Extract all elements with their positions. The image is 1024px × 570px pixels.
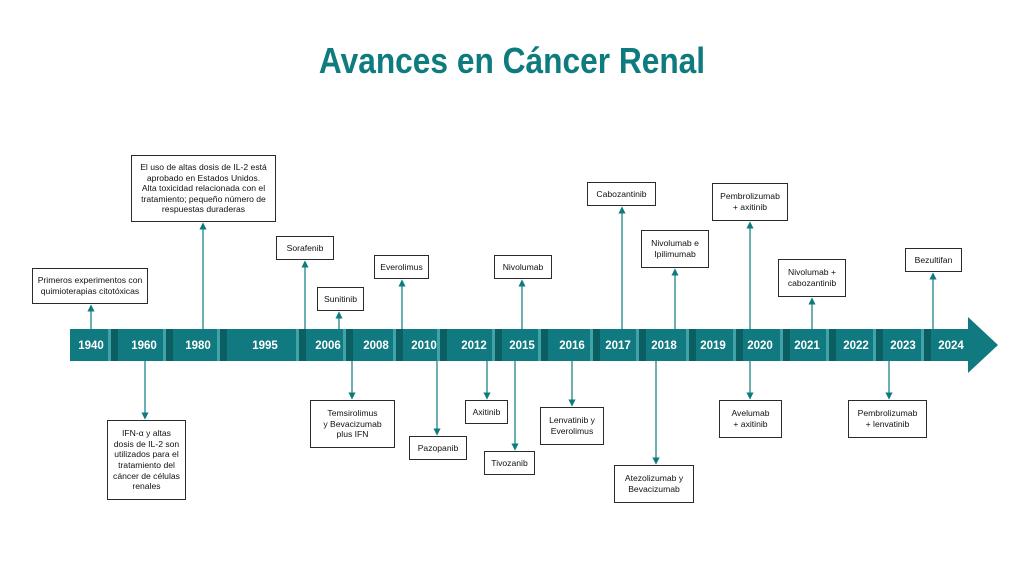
event-box: Cabozantinib [587, 182, 656, 206]
year-label: 2018 [651, 340, 677, 352]
event-label: Temsirolimus y Bevacizumab plus IFN [323, 408, 382, 440]
segment-divider [492, 329, 502, 361]
year-label: 2017 [605, 340, 631, 352]
segment-divider-highlight [921, 329, 924, 361]
event-box: Pembrolizumab + lenvatinib [848, 400, 927, 438]
connector-lines [87, 206, 937, 465]
year-label: 1940 [78, 340, 104, 352]
year-label: 2019 [700, 340, 726, 352]
event-label: IFN-α y altas dosis de IL-2 son utilizad… [113, 428, 180, 492]
year-label: 2023 [890, 340, 916, 352]
event-box: Avelumab + axitinib [719, 400, 782, 438]
segment-divider [393, 329, 403, 361]
segment-divider-highlight [826, 329, 829, 361]
segment-divider [296, 329, 306, 361]
event-label: Atezolizumab y Bevacizumab [624, 473, 684, 494]
event-label: Everolimus [380, 261, 423, 272]
segment-divider [217, 329, 227, 361]
year-label: 2022 [843, 340, 869, 352]
segment-divider-highlight [733, 329, 736, 361]
event-label: Avelumab + axitinib [731, 408, 770, 429]
segment-divider [780, 329, 790, 361]
event-box: IFN-α y altas dosis de IL-2 son utilizad… [107, 420, 186, 500]
year-label: 2024 [938, 340, 964, 352]
segment-divider-highlight [393, 329, 396, 361]
event-label: Nivolumab + cabozantinib [787, 267, 837, 288]
segment-divider-highlight [873, 329, 876, 361]
segment-divider [108, 329, 118, 361]
segment-divider-highlight [296, 329, 299, 361]
event-label: Lenvatinib y Everolimus [549, 415, 595, 436]
segment-divider [163, 329, 173, 361]
segment-divider-highlight [217, 329, 220, 361]
segment-divider-highlight [780, 329, 783, 361]
year-label: 2008 [363, 340, 389, 352]
event-box: Temsirolimus y Bevacizumab plus IFN [310, 400, 395, 448]
event-label: Pembrolizumab + lenvatinib [857, 408, 918, 429]
year-label: 2010 [411, 340, 437, 352]
segment-divider [636, 329, 646, 361]
event-box: Pazopanib [409, 436, 467, 460]
segment-divider [686, 329, 696, 361]
event-box: Tivozanib [484, 451, 535, 475]
event-box: Lenvatinib y Everolimus [540, 407, 604, 445]
segment-divider-highlight [538, 329, 541, 361]
event-box: Nivolumab e Ipilimumab [641, 230, 709, 268]
timeline-band [70, 317, 998, 373]
segment-divider [343, 329, 353, 361]
event-box: Sorafenib [276, 236, 334, 260]
event-label: Axitinib [472, 406, 501, 417]
timeline-arrowhead [968, 317, 998, 373]
segment-divider-highlight [590, 329, 593, 361]
segment-divider-highlight [108, 329, 111, 361]
segment-divider-highlight [163, 329, 166, 361]
event-box: Atezolizumab y Bevacizumab [614, 465, 694, 503]
year-label: 1995 [252, 340, 278, 352]
event-box: Bezultifan [905, 248, 962, 272]
event-label: El uso de altas dosis de IL-2 está aprob… [140, 162, 267, 215]
year-label: 2015 [509, 340, 535, 352]
year-label: 1980 [185, 340, 211, 352]
event-label: Cabozantinib [596, 188, 647, 199]
event-label: Sorafenib [286, 242, 324, 253]
segment-divider-highlight [686, 329, 689, 361]
segment-divider-highlight [492, 329, 495, 361]
event-label: Tivozanib [491, 457, 528, 468]
segment-divider [538, 329, 548, 361]
segment-divider-highlight [343, 329, 346, 361]
segment-divider-highlight [636, 329, 639, 361]
event-label: Primeros experimentos con quimioterapias… [37, 275, 143, 296]
year-label: 2021 [794, 340, 820, 352]
event-box: Sunitinib [317, 287, 364, 311]
segment-divider [590, 329, 600, 361]
year-label: 2020 [747, 340, 773, 352]
year-label: 2012 [461, 340, 487, 352]
event-box: Pembrolizumab + axitinib [712, 183, 788, 221]
event-label: Pazopanib [417, 442, 459, 453]
segment-divider [733, 329, 743, 361]
segment-divider [437, 329, 447, 361]
event-label: Nivolumab [502, 261, 544, 272]
segment-divider-highlight [437, 329, 440, 361]
segment-divider [921, 329, 931, 361]
event-label: Nivolumab e Ipilimumab [651, 238, 699, 259]
event-box: Nivolumab + cabozantinib [778, 259, 846, 297]
year-labels: 1940 1960 1980 1995 2006 2008 2010 2012 2015 2016… [78, 340, 964, 352]
event-label: Sunitinib [324, 293, 357, 304]
event-box: Primeros experimentos con quimioterapias… [32, 268, 148, 304]
event-box: Axitinib [465, 400, 508, 424]
event-box: Nivolumab [494, 255, 552, 279]
segment-divider [826, 329, 836, 361]
segment-divider [873, 329, 883, 361]
event-label: Pembrolizumab + axitinib [720, 191, 780, 212]
year-label: 2016 [559, 340, 585, 352]
event-box: Everolimus [374, 255, 429, 279]
event-box: El uso de altas dosis de IL-2 está aprob… [131, 155, 276, 222]
event-label: Bezultifan [914, 254, 953, 265]
year-label: 1960 [131, 340, 157, 352]
page-title: Avances en Cáncer Renal [318, 40, 706, 81]
year-label: 2006 [315, 340, 341, 352]
